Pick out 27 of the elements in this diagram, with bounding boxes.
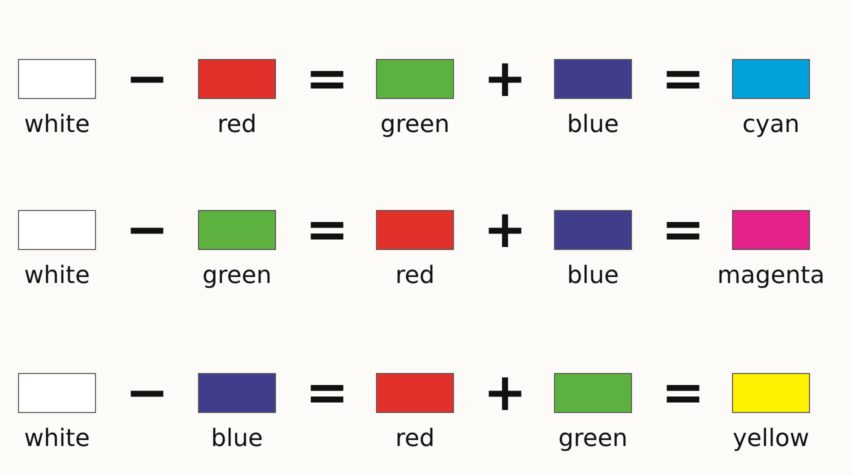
color-name: white <box>24 262 90 288</box>
operator-symbol: = <box>304 204 350 256</box>
color-name: white <box>24 425 90 452</box>
operator-symbol: − <box>124 53 170 105</box>
color-name: blue <box>567 262 619 288</box>
color-name: green <box>380 111 450 138</box>
operator-symbol: + <box>482 53 528 105</box>
color-name: cyan <box>742 111 800 138</box>
color-name: white <box>24 111 90 138</box>
operator-symbol: − <box>124 367 170 419</box>
operator-symbol: = <box>660 53 706 105</box>
operator-symbol: = <box>304 367 350 419</box>
operator-symbol: + <box>482 204 528 256</box>
operator-symbol: = <box>304 53 350 105</box>
color-name: blue <box>567 111 619 138</box>
color-name: blue <box>211 425 263 452</box>
color-name: magenta <box>717 262 825 288</box>
color-name: green <box>202 262 272 288</box>
operator-symbol: = <box>660 204 706 256</box>
operator-symbol: − <box>124 204 170 256</box>
color-name: yellow <box>732 425 810 452</box>
color-name: green <box>558 425 628 452</box>
color-name: red <box>395 262 435 288</box>
operator-symbol: + <box>482 367 528 419</box>
color-name: red <box>217 111 257 138</box>
color-name: red <box>395 425 435 452</box>
operator-symbol: = <box>660 367 706 419</box>
